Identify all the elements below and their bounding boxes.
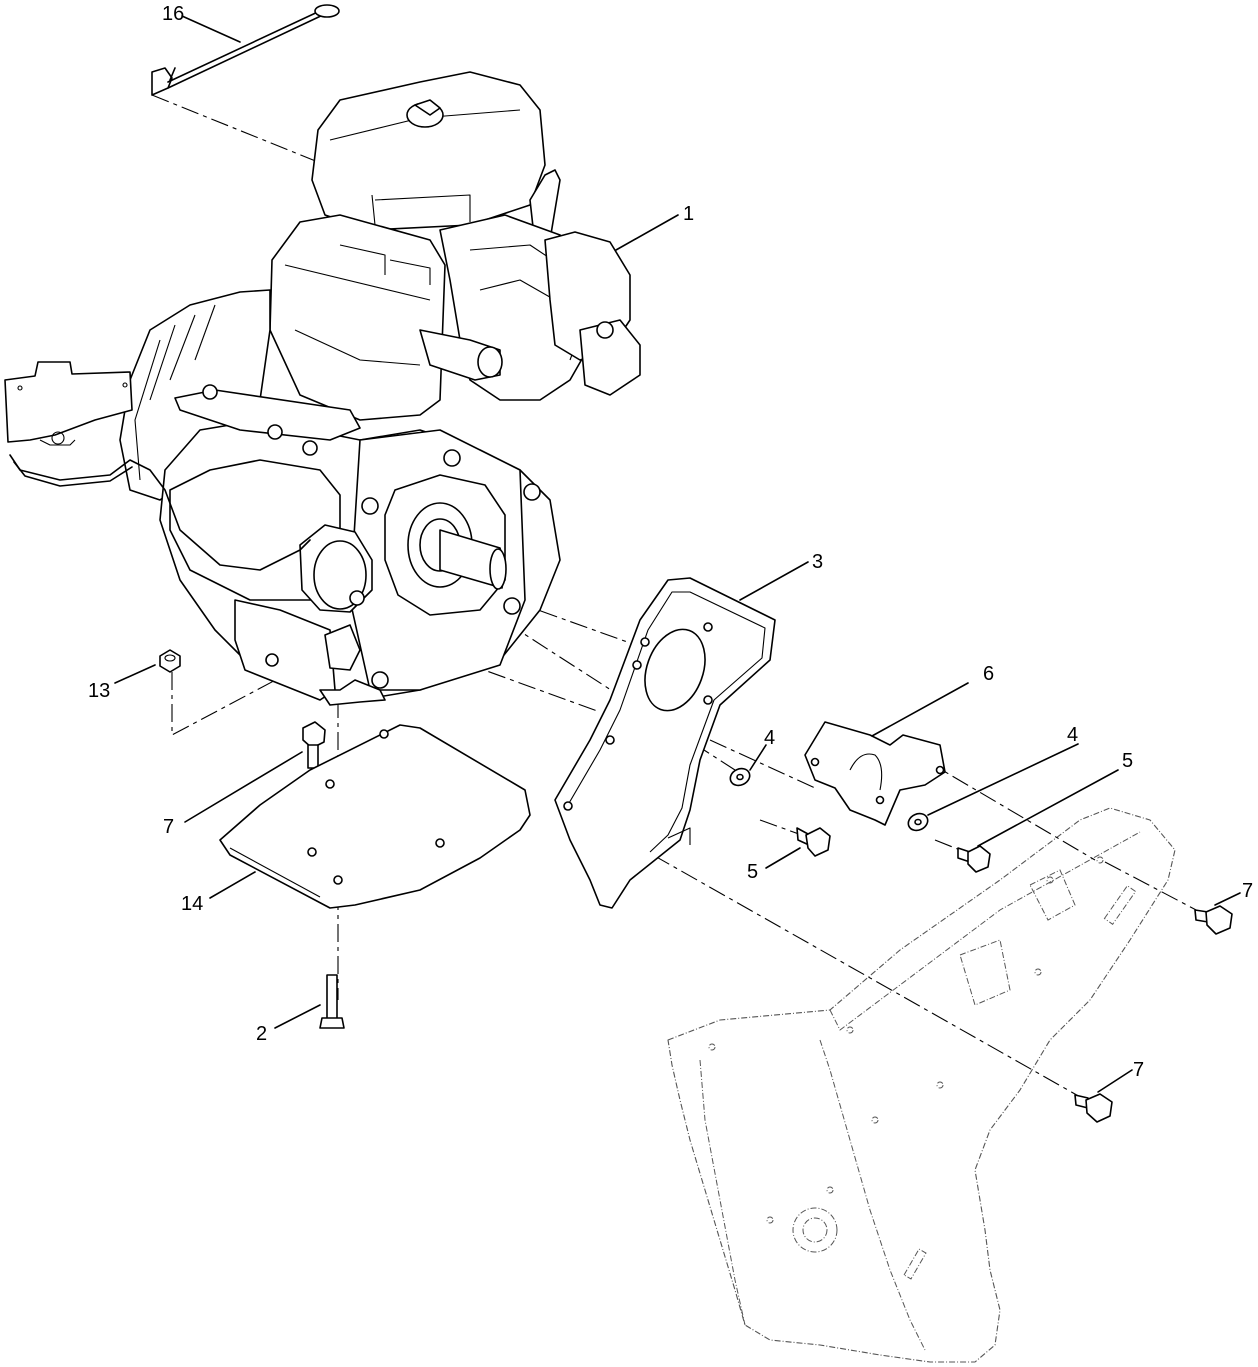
part-16-wire (151, 4, 340, 96)
callout-1: 1 (683, 203, 694, 225)
callout-7-right-upper: 7 (1242, 880, 1253, 902)
part-14-base-plate (219, 724, 531, 909)
part-5-bolt-b (957, 845, 991, 873)
callout-numbers: 16 1 3 6 4 4 5 5 13 7 7 7 14 2 (88, 3, 1253, 1081)
callout-6: 6 (983, 663, 994, 685)
callout-16: 16 (162, 3, 184, 25)
callout-4-washer-left: 4 (764, 727, 775, 749)
part-3-engine-mount-plate (554, 577, 776, 909)
callout-5-bolt-left: 5 (747, 861, 758, 883)
callout-5-bolt-right: 5 (1122, 750, 1133, 772)
part-7-bolt-a (302, 721, 326, 769)
callout-3: 3 (812, 551, 823, 573)
leader-lines (114, 15, 1241, 1093)
engine-assembly (4, 71, 641, 706)
hardware (159, 649, 1233, 1123)
callout-7-left: 7 (163, 816, 174, 838)
mounting-frame-ghost (667, 807, 1176, 1363)
part-5-bolt-a (796, 827, 831, 857)
callout-14: 14 (181, 893, 203, 915)
callout-2: 2 (256, 1023, 267, 1045)
part-6-bracket (804, 721, 946, 826)
part-2-bolt (319, 974, 345, 1029)
part-13-nut (159, 649, 181, 673)
part-7-bolt-b (1074, 1093, 1113, 1123)
callout-4-washer-right: 4 (1067, 724, 1078, 746)
part-7-bolt-c (1194, 905, 1233, 935)
callout-7-right-lower: 7 (1133, 1059, 1144, 1081)
part-4-washers (729, 767, 929, 832)
callout-13: 13 (88, 680, 110, 702)
